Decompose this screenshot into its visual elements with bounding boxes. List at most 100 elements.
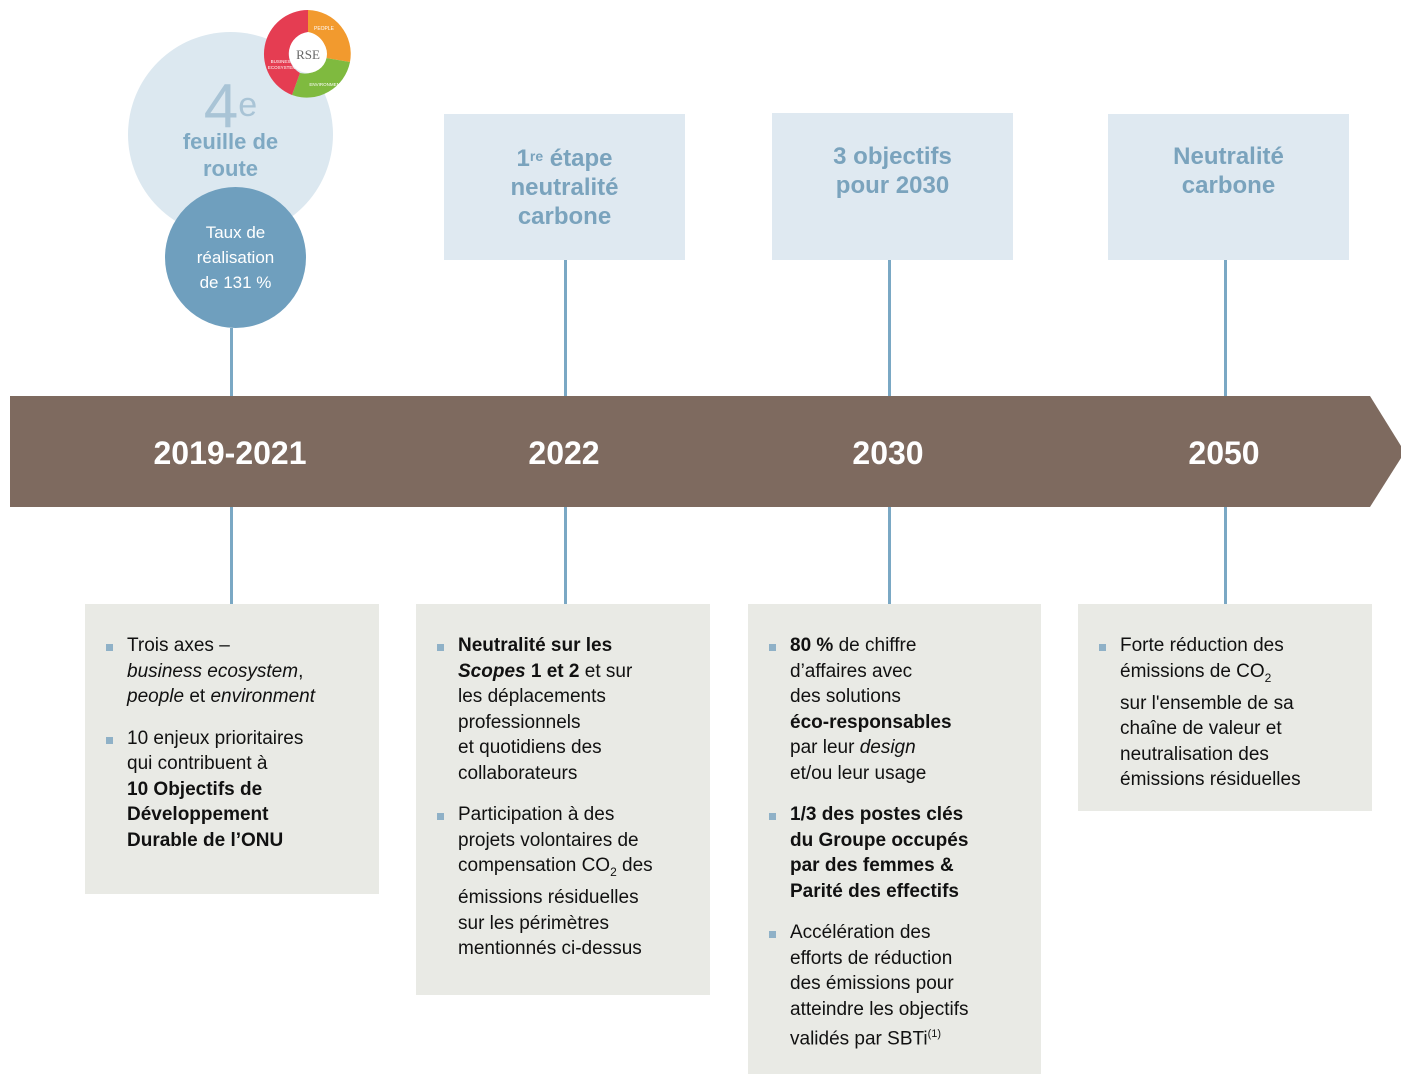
rse-logo-center-text: RSE [296, 47, 320, 62]
milestone-box-2030: 3 objectifs pour 2030 [772, 113, 1013, 260]
roadmap-label-line: feuille de [182, 129, 279, 154]
detail-list-2022: Neutralité sur les Scopes 1 et 2 et sur … [416, 633, 710, 962]
list-item-line: sur les périmètres [458, 912, 609, 934]
rate-text: Taux de réalisation de 131 % [197, 220, 275, 295]
timeline-arrow-shape [10, 396, 1401, 507]
list-item-line: compensation CO2 des [458, 853, 710, 885]
italic-text: people [127, 686, 185, 707]
list-item: Neutralité sur les Scopes 1 et 2 et sur … [416, 633, 710, 786]
list-item-line: validés par SBTi(1) [790, 1022, 1041, 1052]
milestone-box-2022: 1re étape neutralité carbone [444, 114, 685, 260]
rse-logo: RSE PEOPLE BUSINESS ECOSYSTEM ENVIRONMEN… [263, 9, 351, 98]
list-item-line: 10 enjeux prioritaires [127, 727, 304, 749]
list-item-line: 1/3 des postes clés [790, 804, 964, 825]
milestone-2030-title-line1: 3 objectifs [833, 142, 952, 170]
bullet-icon [437, 813, 444, 820]
bold-italic-text: Scopes [458, 660, 526, 682]
bullet-icon [437, 644, 444, 651]
text: validés par SBTi [790, 1028, 928, 1050]
list-item-line: du Groupe occupés [790, 829, 969, 851]
list-item-line: business ecosystem, [127, 659, 379, 685]
list-item-line: mentionnés ci-dessus [458, 938, 642, 960]
milestone-2030-title-line2: pour 2030 [835, 171, 950, 199]
roadmap-number-suffix: e [238, 86, 258, 124]
milestone-2022-title-rest: étape [543, 144, 613, 172]
list-item: Participation à des projets volontaires … [416, 802, 710, 962]
year-label-2030: 2030 [852, 435, 924, 471]
list-item-line: sur l'ensemble de sa [1120, 692, 1294, 714]
roadmap-label-line: route [203, 156, 258, 181]
list-item-line: émissions de CO2 [1120, 659, 1372, 691]
rate-text-line: réalisation [196, 248, 275, 267]
list-item-line: Trois axes – [127, 635, 230, 656]
milestone-2050-title-line2: carbone [1181, 172, 1276, 199]
detail-box-2022: Neutralité sur les Scopes 1 et 2 et sur … [416, 604, 710, 995]
text: par leur [790, 737, 860, 758]
list-item: 80 % de chiffre d’affaires avec des solu… [748, 633, 1041, 786]
text: , [298, 660, 304, 682]
rse-logo-people-text: PEOPLE [314, 26, 335, 32]
milestone-2022-title-line2: neutralité [510, 173, 619, 201]
connector-line-2022-bottom [564, 505, 567, 605]
list-item-line: et/ou leur usage [790, 762, 927, 784]
connector-line-2050-top [1224, 259, 1227, 398]
rse-logo-business-text-2: ECOSYSTEM [268, 65, 297, 70]
list-item-line: par des femmes & [790, 855, 954, 876]
subscript: 2 [610, 864, 617, 879]
year-label-2050: 2050 [1188, 435, 1260, 471]
connector-line-2022-top [564, 259, 567, 398]
year-label-2019-2021: 2019-2021 [153, 435, 307, 471]
list-item-line: projets volontaires de [458, 829, 639, 851]
roadmap-number: 4e [128, 76, 333, 138]
list-item-line: Forte réduction des [1120, 635, 1284, 656]
list-item-line: éco-responsables [790, 711, 952, 733]
list-item-line: Neutralité sur les [458, 635, 613, 656]
bullet-icon [769, 813, 776, 820]
list-item-line: qui contribuent à [127, 753, 268, 774]
milestone-box-2050: Neutralité carbone [1108, 114, 1349, 260]
list-item-line: Parité des effectifs [790, 880, 959, 902]
footnote-ref: (1) [927, 1028, 942, 1040]
bullet-icon [769, 644, 776, 651]
list-item-line: atteindre les objectifs [790, 998, 969, 1020]
timeline-arrow [10, 396, 1401, 507]
list-item-line: 80 % de chiffre [790, 633, 1041, 659]
text: compensation CO [458, 855, 611, 876]
bold-text: 80 % [790, 635, 834, 656]
connector-line-2050-bottom [1224, 505, 1227, 605]
italic-text: environment [210, 686, 316, 707]
list-item-line: efforts de réduction [790, 947, 953, 969]
text: des [616, 855, 653, 876]
list-item-line: professionnels [458, 711, 581, 733]
connector-line-2030-bottom [888, 505, 891, 605]
list-item-line: d’affaires avec [790, 660, 913, 682]
list-item-line: et quotidiens des [458, 737, 602, 758]
roadmap-number-digit: 4 [203, 72, 239, 141]
rse-logo-people-segment [308, 10, 351, 62]
bold-text: 1 et 2 [525, 660, 580, 682]
rate-circle: Taux de réalisation de 131 % [165, 187, 306, 328]
detail-list-2019-2021: Trois axes – business ecosystem, people … [85, 633, 379, 853]
list-item-line: chaîne de valeur et [1120, 718, 1282, 740]
italic-text: business ecosystem [127, 660, 299, 682]
bullet-icon [106, 644, 113, 651]
list-item: Forte réduction des émissions de CO2 sur… [1078, 633, 1372, 793]
detail-box-2019-2021: Trois axes – business ecosystem, people … [85, 604, 379, 894]
milestone-2022-title-line3: carbone [517, 202, 612, 230]
detail-list-2050: Forte réduction des émissions de CO2 sur… [1078, 633, 1372, 793]
list-item-line: des émissions pour [790, 973, 954, 994]
subscript: 2 [1264, 670, 1272, 685]
text: et sur [579, 660, 633, 682]
list-item-line: Participation à des [458, 804, 615, 825]
list-item-line: Durable de l’ONU [127, 829, 284, 851]
rate-text-line: de 131 % [199, 273, 272, 292]
bullet-icon [1099, 644, 1106, 651]
rse-logo-environment-text: ENVIRONMENT [309, 82, 343, 87]
year-label-2022: 2022 [528, 435, 600, 471]
list-item: Trois axes – business ecosystem, people … [85, 633, 379, 710]
list-item-line: people et environment [127, 684, 379, 710]
list-item-line: des solutions [790, 686, 901, 707]
list-item-line: collaborateurs [458, 762, 578, 784]
detail-box-2050: Forte réduction des émissions de CO2 sur… [1078, 604, 1372, 811]
list-item: Accélération des efforts de réduction de… [748, 920, 1041, 1052]
